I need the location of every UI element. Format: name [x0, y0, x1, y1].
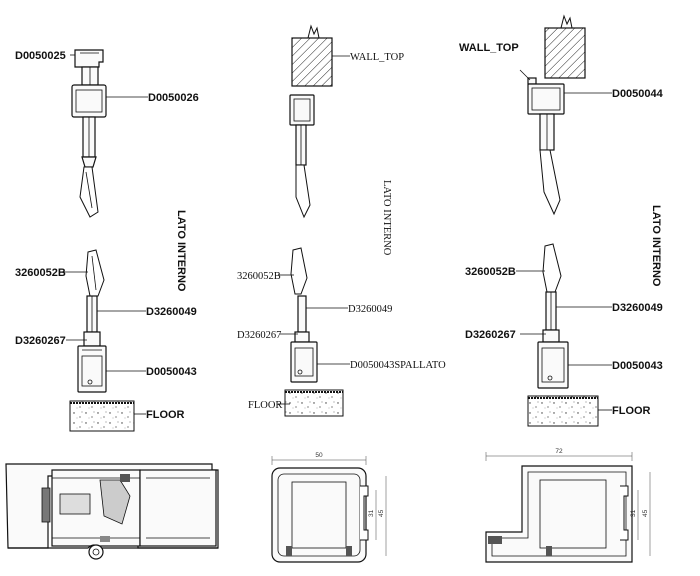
left-top-leaders	[70, 54, 148, 98]
left-bottom-leaders	[62, 271, 146, 415]
section-right	[485, 452, 651, 563]
side-text-middle: LATO INTERNO	[381, 180, 392, 256]
label-left-d3260267: D3260267	[15, 335, 66, 347]
section-left-horizontal	[5, 463, 219, 560]
label-right-d0050043: D0050043	[612, 360, 663, 372]
label-d0050044: D0050044	[612, 88, 664, 100]
label-left-d3260049: D3260049	[146, 306, 197, 318]
side-text-right: LATO INTERNO	[650, 205, 662, 287]
right-top-assembly	[527, 14, 586, 216]
label-mid-wall-top: WALL_TOP	[350, 52, 404, 63]
dim-right-width: 72	[555, 448, 563, 455]
left-bottom-assembly	[69, 249, 135, 432]
label-d0050026: D0050026	[148, 92, 199, 104]
dim-right-inner: 31	[630, 509, 637, 517]
side-text-left: LATO INTERNO	[175, 210, 187, 292]
label-d0050025: D0050025	[15, 50, 66, 62]
middle-top-assembly	[289, 24, 333, 219]
right-bottom-leaders	[516, 270, 612, 411]
middle-bottom-leaders	[278, 274, 350, 405]
label-left-d0050043: D0050043	[146, 366, 197, 378]
right-top-leaders	[519, 69, 612, 94]
label-mid-d3260267: D3260267	[237, 330, 281, 341]
dim-right-height: 45	[642, 509, 649, 517]
label-right-floor: FLOOR	[612, 405, 651, 417]
dim-mid-height: 45	[378, 509, 385, 517]
label-right-d3260049: D3260049	[612, 302, 663, 314]
label-left-3260052b: 3260052B	[15, 267, 66, 279]
middle-bottom-assembly	[284, 247, 344, 417]
dim-mid-inner: 31	[368, 509, 375, 517]
label-right-d3260267: D3260267	[465, 329, 516, 341]
label-left-floor: FLOOR	[146, 409, 185, 421]
label-mid-3260052b: 3260052B	[237, 271, 281, 282]
right-bottom-assembly	[527, 243, 599, 427]
label-right-wall-top: WALL_TOP	[459, 42, 519, 54]
left-top-assembly	[71, 49, 107, 218]
label-mid-d3260049: D3260049	[348, 304, 392, 315]
dim-mid-width: 50	[315, 452, 323, 459]
section-middle	[271, 456, 387, 563]
label-mid-floor: FLOOR	[248, 400, 282, 411]
label-mid-d0050043spallato: D0050043SPALLATO	[350, 360, 446, 371]
label-right-3260052b: 3260052B	[465, 266, 516, 278]
